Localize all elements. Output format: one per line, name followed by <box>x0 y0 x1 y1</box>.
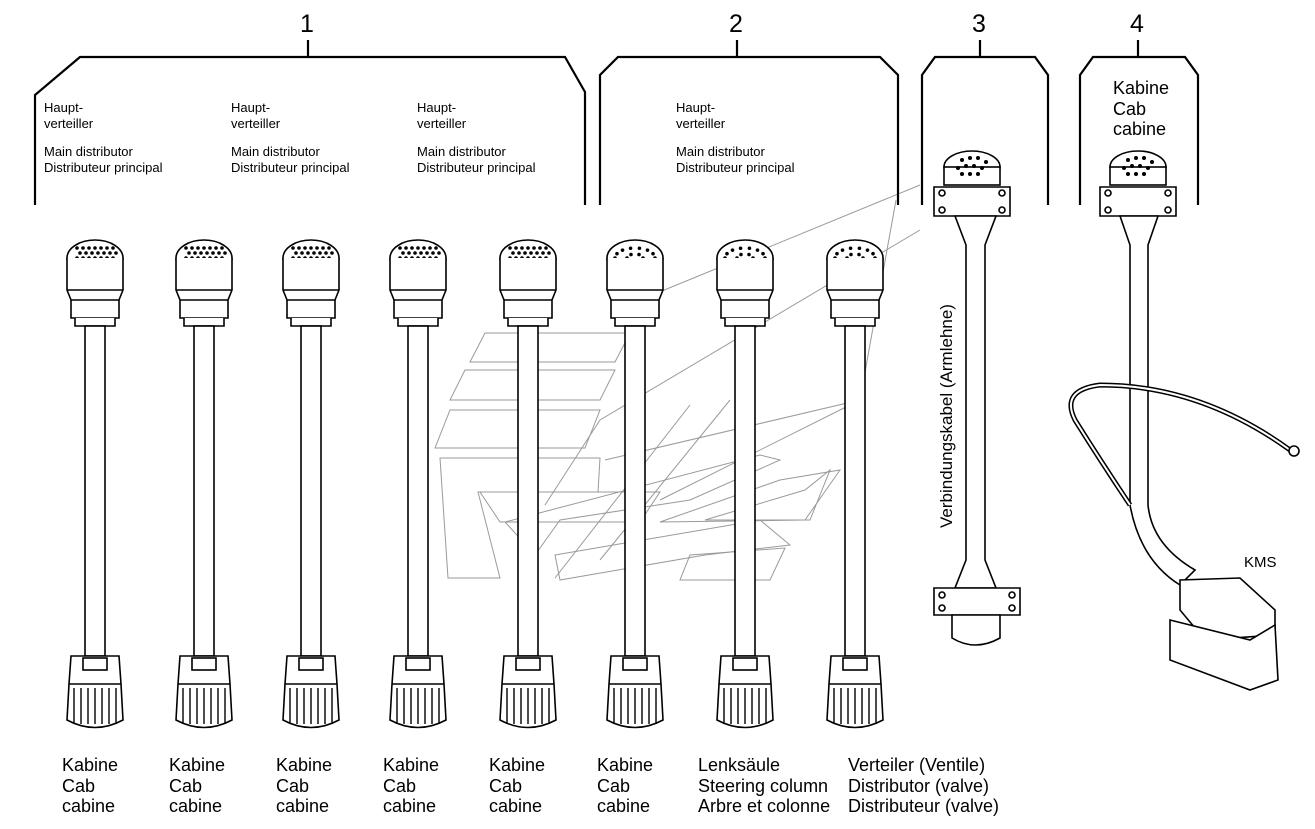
cable-tube <box>624 325 646 657</box>
group1-header-1: Haupt- verteiller Main distributor Distr… <box>44 100 163 176</box>
cable-label-line: Cab <box>276 775 310 796</box>
group1-header-2: Haupt- verteiller Main distributor Distr… <box>231 100 350 176</box>
header-line: Cab <box>1113 98 1147 119</box>
cable-tube <box>517 325 539 657</box>
cable-label-line: Arbre et colonne <box>698 796 831 816</box>
cable-label-line: Steering column <box>698 775 829 796</box>
connector-body <box>66 258 124 319</box>
header-line: Distributeur principal <box>417 160 536 175</box>
cable-label-line: Kabine <box>169 755 226 775</box>
cable-label-line: Distributeur (valve) <box>848 796 1000 816</box>
cable-label-line: Kabine <box>597 755 654 775</box>
cable-tube <box>844 325 866 657</box>
cable-label-line: Distributor (valve) <box>848 775 990 796</box>
group-number-1: 1 <box>300 10 314 38</box>
cable-label-8: Verteiler (Ventile) Distributor (valve) … <box>848 755 999 817</box>
cable-label-line: Kabine <box>276 755 333 775</box>
cable-label-line: cabine <box>383 796 437 816</box>
header-line: Main distributor <box>417 144 506 159</box>
cable-label-line: Kabine <box>62 755 119 775</box>
header-line: verteiller <box>231 116 281 131</box>
group-number-3: 3 <box>972 10 986 38</box>
cable <box>389 239 447 729</box>
cable-label-3: Kabine Cab cabine <box>276 755 332 817</box>
header-line: Haupt- <box>231 100 271 115</box>
cable <box>175 239 233 729</box>
cable <box>606 239 664 729</box>
cable-label-line: Cab <box>597 775 631 796</box>
kms-label: KMS <box>1244 554 1277 571</box>
header-line: Haupt- <box>417 100 457 115</box>
cable-label-line: Cab <box>169 775 203 796</box>
group-brackets <box>33 40 1200 205</box>
cable-label-line: Cab <box>489 775 523 796</box>
group1-header-3: Haupt- verteiller Main distributor Distr… <box>417 100 536 176</box>
cable-label-line: Kabine <box>383 755 440 775</box>
header-line: Kabine <box>1113 78 1170 98</box>
cable-tube <box>84 325 106 657</box>
cable-tube <box>300 325 322 657</box>
armrest-connection-cable <box>933 150 1021 646</box>
cable-tube <box>734 325 756 657</box>
cable-tube <box>407 325 429 657</box>
cable-set <box>66 239 884 729</box>
cable-label-line: cabine <box>62 796 116 816</box>
cable <box>499 239 557 729</box>
cable-label-line: Cab <box>383 775 417 796</box>
cable-label-line: cabine <box>276 796 330 816</box>
header-line: Main distributor <box>231 144 320 159</box>
cable-label-2: Kabine Cab cabine <box>169 755 225 817</box>
cable <box>716 239 774 729</box>
cable-label-line: cabine <box>169 796 223 816</box>
header-line: Distributeur principal <box>676 160 795 175</box>
kms-cable <box>1068 150 1300 691</box>
cable-label-line: Kabine <box>489 755 546 775</box>
cable-label-line: cabine <box>489 796 543 816</box>
header-line: Main distributor <box>44 144 133 159</box>
group-number-4: 4 <box>1130 10 1144 38</box>
cable <box>826 239 884 729</box>
cable <box>282 239 340 729</box>
armrest-cable-label: Verbindungskabel (Armlehne) <box>937 304 956 528</box>
cable-label-4: Kabine Cab cabine <box>383 755 439 817</box>
group-number-2: 2 <box>729 10 743 38</box>
connector-body <box>282 258 340 319</box>
header-line: Main distributor <box>676 144 765 159</box>
cable-label-line: Verteiler (Ventile) <box>848 755 986 775</box>
connector-body <box>175 258 233 319</box>
cable-tube <box>193 325 215 657</box>
connector-body <box>826 258 884 319</box>
header-line: Haupt- <box>44 100 84 115</box>
cable-label-5: Kabine Cab cabine <box>489 755 545 817</box>
connector-body <box>716 258 774 319</box>
cable-label-line: Lenksäule <box>698 755 781 775</box>
cable-label-line: cabine <box>597 796 651 816</box>
connector-body <box>499 258 557 319</box>
header-line: verteiller <box>676 116 726 131</box>
group4-header: Kabine Cab cabine <box>1113 78 1169 140</box>
header-line: Distributeur principal <box>44 160 163 175</box>
header-line: verteiller <box>44 116 94 131</box>
cable <box>66 239 124 729</box>
header-line: Distributeur principal <box>231 160 350 175</box>
header-line: Haupt- <box>676 100 716 115</box>
cable-label-6: Kabine Cab cabine <box>597 755 653 817</box>
group2-header: Haupt- verteiller Main distributor Distr… <box>676 100 795 176</box>
header-line: cabine <box>1113 119 1167 139</box>
header-line: verteiller <box>417 116 467 131</box>
cable-label-1: Kabine Cab cabine <box>62 755 118 817</box>
cable-label-line: Cab <box>62 775 96 796</box>
connector-body <box>606 258 664 319</box>
cable-label-7: Lenksäule Steering column Arbre et colon… <box>698 755 830 817</box>
connector-body <box>389 258 447 319</box>
